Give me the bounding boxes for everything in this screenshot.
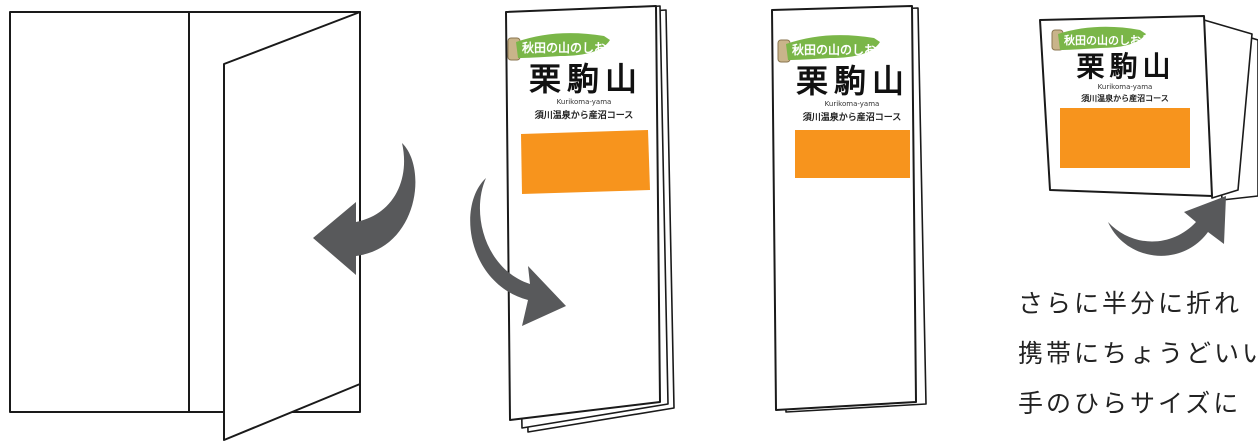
cover-title: 栗駒山 (529, 60, 643, 98)
banner-ribbon (1058, 26, 1146, 50)
curved-arrow-up-right-icon (1108, 196, 1226, 256)
step1-open-sheet (9, 11, 361, 441)
step2-cover-banner: 秋田の山のしおり (507, 33, 618, 61)
curved-arrow-left-icon (313, 143, 416, 275)
fold-arrow-1 (313, 143, 416, 275)
step3-cover-banner: 秋田の山のしおり (777, 35, 888, 63)
banner-ribbon (786, 35, 880, 60)
cover-subtitle: 須川温泉から産沼コース (1080, 93, 1169, 103)
fold-arrow-2 (470, 178, 566, 326)
fold-arrow-3 (1108, 196, 1226, 256)
step4-cover-banner: 秋田の山のしおり (1051, 26, 1152, 51)
cover-romanized: Kurikoma-yama (825, 100, 880, 108)
cover-orange-block (1060, 108, 1190, 168)
banner-text: 秋田の山のしおり (1064, 33, 1152, 47)
step4-half-folded-leaflet: 秋田の山のしおり 栗駒山 Kurikoma-yama 須川温泉から産沼コース (1039, 15, 1258, 201)
cover-romanized: Kurikoma-yama (1098, 83, 1153, 91)
step3-closed-leaflet: 秋田の山のしおり 栗駒山 Kurikoma-yama 須川温泉から産沼コース (771, 5, 927, 413)
banner-ribbon (516, 33, 610, 58)
cover-subtitle: 須川温泉から産沼コース (802, 111, 902, 123)
banner-text: 秋田の山のしおり (522, 40, 618, 55)
cover-orange-block (521, 130, 650, 194)
caption-line-3: 手のひらサイズに (1018, 389, 1242, 418)
cover-orange-block (795, 130, 910, 178)
cover-title: 栗駒山 (1076, 50, 1175, 83)
step3-front-cover (771, 5, 917, 411)
cover-romanized: Kurikoma-yama (557, 98, 612, 106)
curved-arrow-right-icon (470, 178, 566, 326)
step1-folding-panel (223, 11, 361, 441)
caption-line-1: さらに半分に折れ (1018, 289, 1243, 318)
cover-subtitle: 須川温泉から産沼コース (534, 109, 634, 121)
caption-line-2: 携帯にちょうどいい (1018, 339, 1258, 368)
cover-title: 栗駒山 (796, 62, 910, 100)
banner-text: 秋田の山のしおり (792, 42, 888, 57)
step2-folded-leaflet: 秋田の山のしおり 栗駒山 Kurikoma-yama 須川温泉から産沼コース (505, 5, 675, 433)
